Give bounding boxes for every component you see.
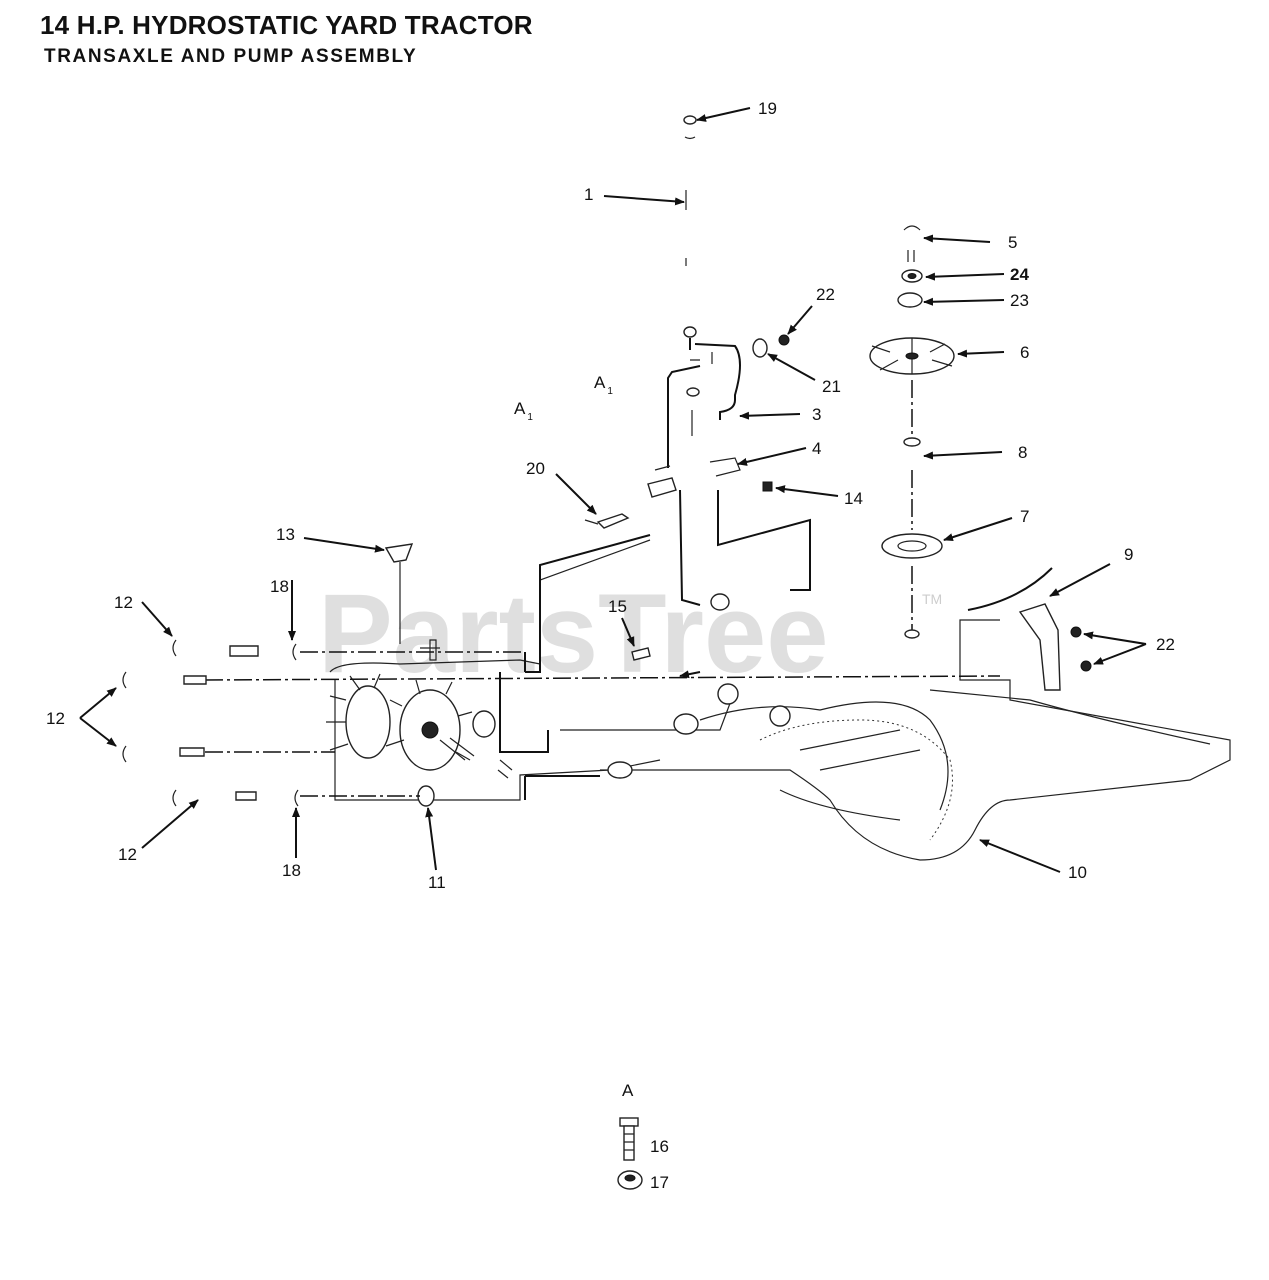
axle-lines: [204, 534, 1001, 800]
pump-housing[interactable]: [326, 639, 513, 779]
callout-12-mid: 12: [46, 709, 65, 728]
callout-19: 19: [758, 99, 777, 118]
callout-18-lower: 18: [282, 861, 301, 880]
callout-12-upper: 12: [114, 593, 133, 612]
part-3-control-rod[interactable]: [667, 326, 741, 468]
part-18-bolt-upper[interactable]: [229, 643, 297, 661]
part-18-bolt-lower[interactable]: [235, 789, 299, 807]
callout-24: 24: [1010, 265, 1029, 284]
part-24-washer[interactable]: [901, 269, 923, 283]
callout-9: 9: [1124, 545, 1133, 564]
part-11-seal[interactable]: [417, 785, 435, 807]
part-23-washer[interactable]: [897, 292, 923, 308]
callout-23: 23: [1010, 291, 1029, 310]
callout-21: 21: [822, 377, 841, 396]
watermark-tm: TM: [922, 591, 942, 607]
page-title: 14 H.P. HYDROSTATIC YARD TRACTOR: [40, 10, 533, 40]
part-7-pulley[interactable]: [881, 533, 943, 559]
spindle-seat: [904, 629, 920, 639]
leader-lines: [79, 107, 1147, 873]
callout-22-top: 22: [816, 285, 835, 304]
part-5-clip[interactable]: [903, 225, 921, 262]
callout-1: 1: [584, 185, 593, 204]
part-16-bolt[interactable]: [619, 1117, 639, 1161]
callout-13: 13: [276, 525, 295, 544]
watermark: PartsTree: [318, 571, 829, 696]
callout-17: 17: [650, 1173, 669, 1192]
callout-16: 16: [650, 1137, 669, 1156]
part-13-vent[interactable]: [384, 543, 414, 644]
callout-A-inset: A: [622, 1081, 634, 1100]
part-14-nut[interactable]: [762, 481, 773, 492]
callout-4: 4: [812, 439, 821, 458]
callout-18-upper: 18: [270, 577, 289, 596]
page-subtitle: TRANSAXLE AND PUMP ASSEMBLY: [44, 46, 418, 67]
callout-6: 6: [1020, 343, 1029, 362]
part-22-nuts-right[interactable]: [1070, 626, 1092, 672]
callout-5: 5: [1008, 233, 1017, 252]
callout-8: 8: [1018, 443, 1027, 462]
part-12-bolt-upper-left[interactable]: [122, 639, 207, 689]
callout-12-lower: 12: [118, 845, 137, 864]
part-10-transaxle-housing[interactable]: [329, 539, 1231, 861]
part-21-washer[interactable]: [752, 338, 768, 358]
part-12-bolt-lower-left[interactable]: [122, 745, 205, 807]
part-19-cap[interactable]: [683, 115, 697, 140]
part-8-spacer[interactable]: [903, 437, 921, 447]
callout-15: 15: [608, 597, 627, 616]
callout-3: 3: [812, 405, 821, 424]
callout-22-right: 22: [1156, 635, 1175, 654]
part-17-nut[interactable]: [617, 1170, 643, 1190]
callout-10: 10: [1068, 863, 1087, 882]
callout-7: 7: [1020, 507, 1029, 526]
part-15-pin[interactable]: [631, 647, 651, 661]
callout-11: 11: [428, 873, 446, 892]
callout-20: 20: [526, 459, 545, 478]
part-9-lever[interactable]: [967, 567, 1061, 691]
part-6-fan[interactable]: [869, 337, 955, 375]
part-20-pin[interactable]: [584, 513, 630, 529]
part-22-nut-top[interactable]: [778, 334, 790, 346]
callout-14: 14: [844, 489, 863, 508]
